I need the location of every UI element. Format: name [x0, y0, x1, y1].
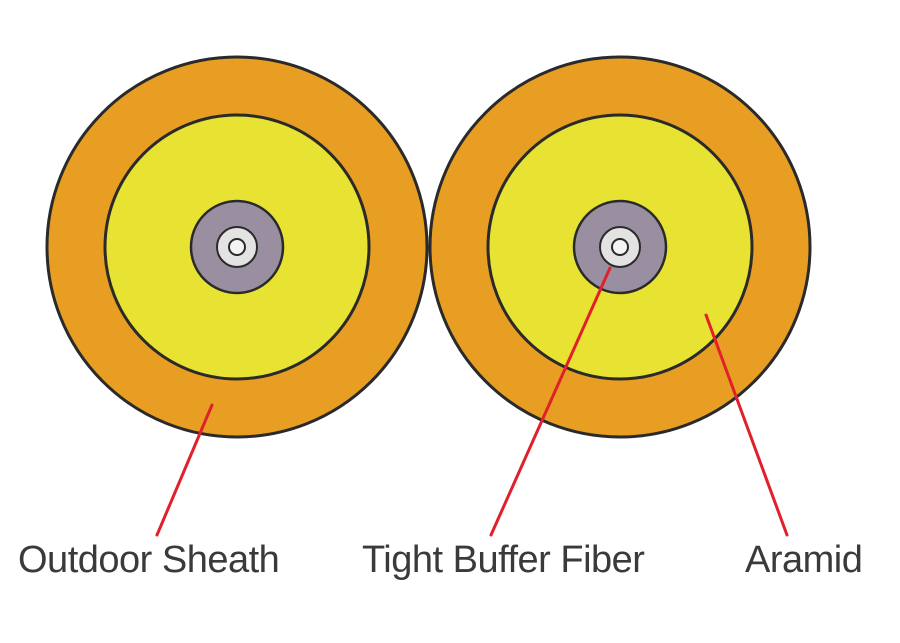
- right-fiber-core: [611, 238, 629, 256]
- aramid-label: Aramid: [745, 539, 862, 581]
- outdoor-sheath-label: Outdoor Sheath: [18, 539, 279, 581]
- outdoor-sheath-leader-line: [155, 403, 214, 537]
- tight-buffer-fiber-leader-line: [489, 266, 612, 537]
- right-cable: [428, 55, 812, 439]
- left-fiber-core: [228, 238, 246, 256]
- left-cable: [45, 55, 429, 439]
- aramid-leader-line: [704, 313, 789, 537]
- tight-buffer-fiber-label: Tight Buffer Fiber: [362, 539, 645, 581]
